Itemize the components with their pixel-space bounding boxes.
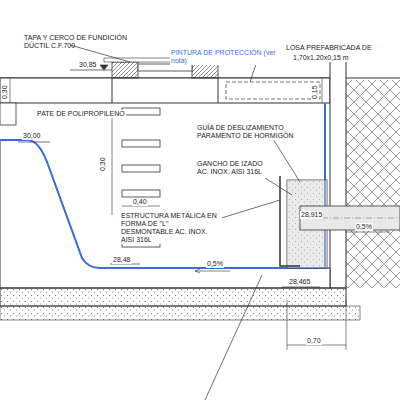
- cover-lid: [138, 64, 192, 71]
- drawing-label: 0,40: [132, 198, 148, 206]
- lean-concrete: [0, 306, 360, 320]
- outlet-pipe: [300, 206, 400, 230]
- drawing-label: 30,85: [78, 61, 98, 69]
- drawing-label: 0,15: [311, 84, 319, 100]
- top-slab: [0, 78, 330, 103]
- drawing-label: TAPA Y CERCO DE FUNDICIÓN DÚCTIL C.F.700: [24, 34, 134, 50]
- drawing-label: GANCHO DE IZADO AC. INOX. AISI 316L: [196, 160, 270, 176]
- access-opening: [112, 79, 218, 102]
- drawing-label: 0,70: [306, 337, 322, 345]
- prefab-slab: [226, 82, 320, 99]
- drawing-label: PATE DE POLIPROPILENO: [36, 110, 126, 118]
- benching: [0, 140, 330, 288]
- drawing-label: 0,30: [1, 84, 9, 100]
- drawing-label: 1,70x1,20x0,15 m: [292, 54, 350, 62]
- drawing-label: 28,48: [112, 256, 132, 264]
- base-slab: [0, 288, 346, 306]
- drawing-label: GUÍA DE DESLIZAMIENTO PARAMENTO DE HORMI…: [196, 124, 298, 140]
- protective-paint: [0, 103, 325, 268]
- drawing-label: LOSA PREFABRICADA DE: [286, 44, 372, 52]
- soil-hatch: [346, 80, 400, 288]
- drawing-label: 30,00: [22, 132, 42, 140]
- leader-lines: [70, 45, 300, 400]
- drawing-label: PINTURA DE PROTECCIÓN (ver nota): [170, 49, 292, 65]
- drawing-label: 0,5%: [355, 223, 373, 231]
- drawing-label: 28,465: [288, 278, 311, 286]
- drawing-label: 0,30: [99, 156, 107, 172]
- drawing-label: ESTRUCTURA METÁLICA EN FORMA DE "L" DESM…: [120, 212, 222, 244]
- right-wall: [330, 60, 346, 288]
- drawing-label: 28,915: [300, 211, 323, 219]
- drawing-label: 0,5%: [206, 260, 224, 268]
- cover-frame: [112, 62, 138, 78]
